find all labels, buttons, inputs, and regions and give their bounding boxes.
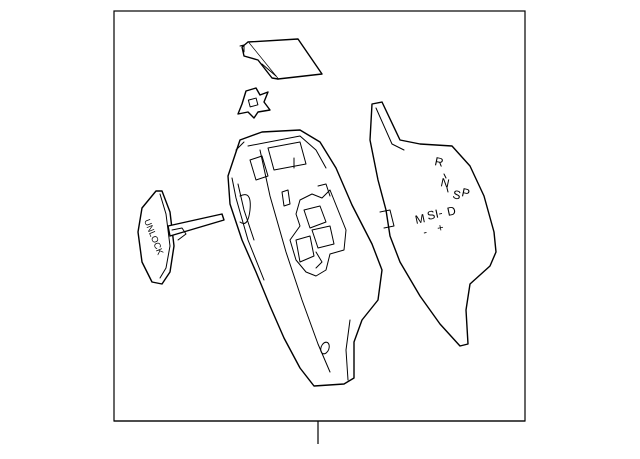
shift-pattern-cover-part: R N S P M S I- D - +: [369, 101, 497, 347]
legend-minus: -: [422, 226, 428, 239]
legend-n: N: [439, 175, 450, 190]
legend-d: D: [446, 203, 458, 219]
legend-s2: S: [426, 208, 437, 223]
legend-r: R: [433, 154, 445, 170]
legend-dash: I-: [434, 206, 444, 221]
bracket-clip-part: [237, 87, 271, 119]
unlock-button-part: UNLOCK: [137, 190, 225, 285]
legend-s: S: [451, 187, 462, 202]
legend-plus: +: [436, 222, 445, 235]
top-cap-part: [239, 38, 323, 80]
legend-m: M: [414, 211, 427, 227]
legend-p: P: [460, 185, 471, 200]
shifter-housing-part: [227, 129, 383, 387]
